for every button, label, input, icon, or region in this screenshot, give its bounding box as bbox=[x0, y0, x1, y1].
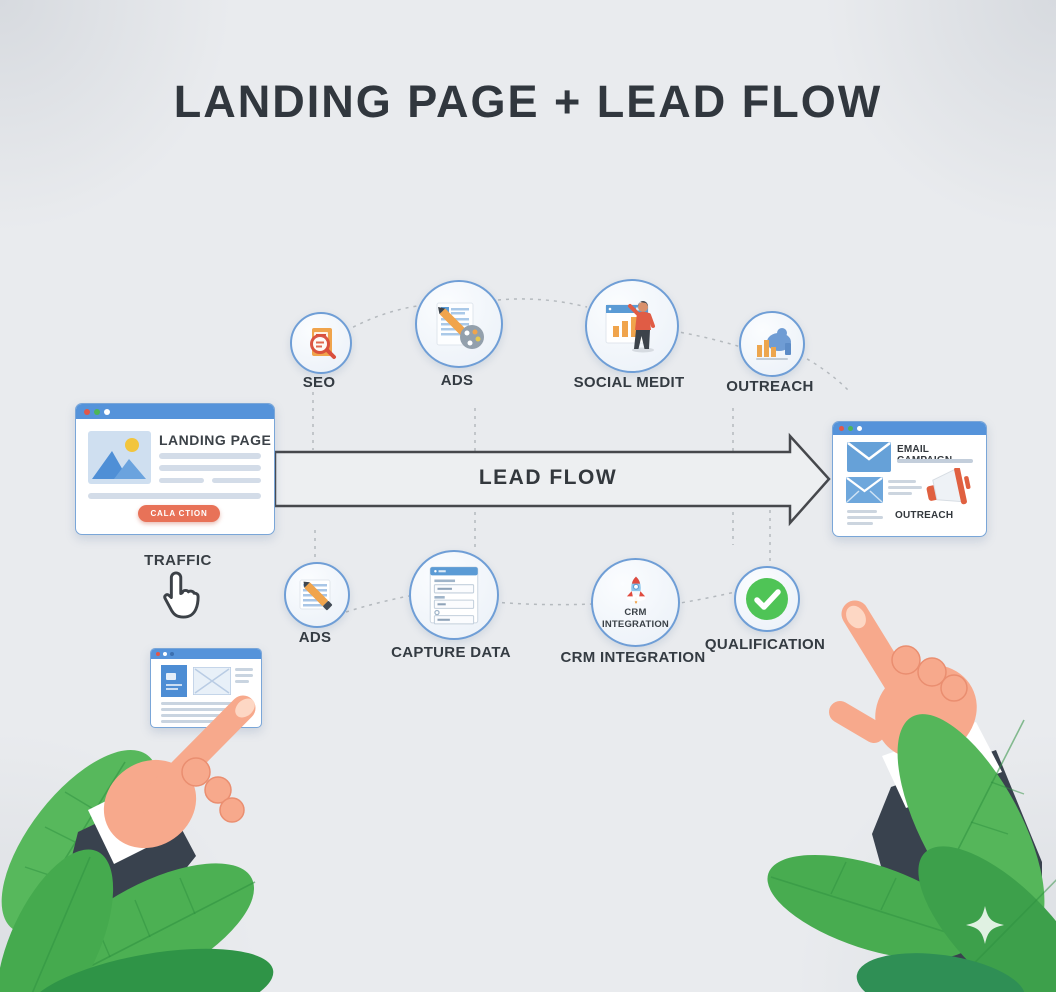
leaves-front bbox=[0, 849, 274, 992]
node-capture-data-label: CAPTURE DATA bbox=[391, 644, 511, 661]
outreach-subheading: OUTREACH bbox=[895, 510, 954, 521]
text-placeholder-line bbox=[88, 493, 261, 499]
cta-button: CALA CTION bbox=[138, 505, 220, 522]
node-social-media bbox=[585, 279, 679, 373]
window-dot-white bbox=[857, 426, 862, 431]
text-placeholder-line bbox=[888, 480, 916, 483]
node-seo bbox=[290, 312, 352, 374]
crm-circle-inner-text: CRM INTEGRATION bbox=[602, 606, 669, 630]
window-dot-red bbox=[156, 652, 160, 656]
hero-image-placeholder bbox=[88, 431, 151, 484]
node-crm-integration-label: CRM INTEGRATION bbox=[560, 649, 706, 666]
left-hand-and-leaves-illustration bbox=[0, 695, 274, 992]
landing-page-window: LANDING PAGE CALA CTION bbox=[75, 403, 275, 535]
landing-page-heading: LANDING PAGE bbox=[159, 432, 272, 448]
leaves-right bbox=[767, 714, 1056, 992]
text-placeholder-line bbox=[159, 465, 261, 471]
node-social-media-label: SOCIAL MEDIT bbox=[573, 374, 685, 391]
preview-window-titlebar bbox=[151, 649, 261, 659]
text-placeholder-line bbox=[161, 702, 253, 705]
pointing-hand-left bbox=[60, 695, 256, 938]
lead-flow-label: LEAD FLOW bbox=[478, 466, 618, 489]
node-capture-data bbox=[409, 550, 499, 640]
text-placeholder-line bbox=[888, 486, 922, 489]
node-ads-top bbox=[415, 280, 503, 368]
node-qualification bbox=[734, 566, 800, 632]
window-dot-green bbox=[94, 408, 100, 415]
window-dot-blue bbox=[170, 652, 174, 656]
window-dot-red bbox=[84, 408, 90, 415]
right-hand-and-leaves-illustration bbox=[767, 600, 1056, 992]
hand-cursor-icon bbox=[163, 571, 200, 619]
traffic-label: TRAFFIC bbox=[144, 552, 212, 569]
node-seo-label: SEO bbox=[302, 374, 336, 391]
text-placeholder-line bbox=[847, 522, 873, 525]
text-placeholder-line bbox=[847, 510, 877, 513]
ad-pencil-document-icon bbox=[299, 579, 333, 611]
lead-form-icon bbox=[429, 566, 479, 625]
node-crm-integration: CRM INTEGRATION bbox=[591, 558, 680, 647]
window-dot-white bbox=[163, 652, 167, 656]
blue-tile-icon bbox=[161, 665, 187, 697]
window-dot-red bbox=[839, 426, 844, 431]
node-outreach-top bbox=[739, 311, 805, 377]
image-x-placeholder bbox=[193, 667, 231, 695]
text-placeholder-line bbox=[212, 478, 261, 483]
node-outreach-top-label: OUTREACH bbox=[726, 378, 814, 395]
text-placeholder-line bbox=[161, 708, 241, 711]
sparkle-icon bbox=[966, 906, 1004, 944]
outreach-chart-icon bbox=[756, 328, 791, 360]
text-placeholder-line bbox=[161, 720, 221, 723]
node-ads-bottom bbox=[284, 562, 350, 628]
text-placeholder-line bbox=[159, 453, 261, 459]
text-placeholder-line bbox=[888, 492, 912, 495]
node-ads-top-label: ADS bbox=[440, 372, 474, 389]
text-placeholder-line bbox=[159, 478, 204, 483]
rocket-icon bbox=[625, 576, 646, 604]
text-placeholder-line bbox=[235, 674, 253, 677]
text-placeholder-line bbox=[897, 459, 973, 463]
seo-magnifier-icon bbox=[310, 328, 336, 359]
node-qualification-label: QUALIFICATION bbox=[704, 636, 826, 653]
window-dot-green bbox=[848, 426, 853, 431]
envelope-icon bbox=[846, 477, 883, 503]
text-placeholder-line bbox=[235, 680, 249, 683]
page-title: LANDING PAGE + LEAD FLOW bbox=[173, 76, 883, 127]
text-placeholder-line bbox=[161, 714, 247, 717]
text-placeholder-line bbox=[847, 516, 883, 519]
ad-design-pencil-palette-icon bbox=[436, 302, 484, 349]
text-placeholder-line bbox=[235, 668, 253, 671]
window-dot-white bbox=[104, 408, 110, 415]
landing-page-titlebar bbox=[76, 404, 274, 419]
megaphone-icon bbox=[926, 468, 971, 505]
email-window-titlebar bbox=[833, 422, 986, 435]
envelope-icon bbox=[847, 442, 891, 472]
social-media-presenter-icon bbox=[605, 301, 655, 353]
email-outreach-window: EMAIL CAMPAIGN OUTREACH bbox=[832, 421, 987, 537]
node-ads-bottom-label: ADS bbox=[298, 629, 332, 646]
green-check-icon bbox=[746, 578, 788, 620]
